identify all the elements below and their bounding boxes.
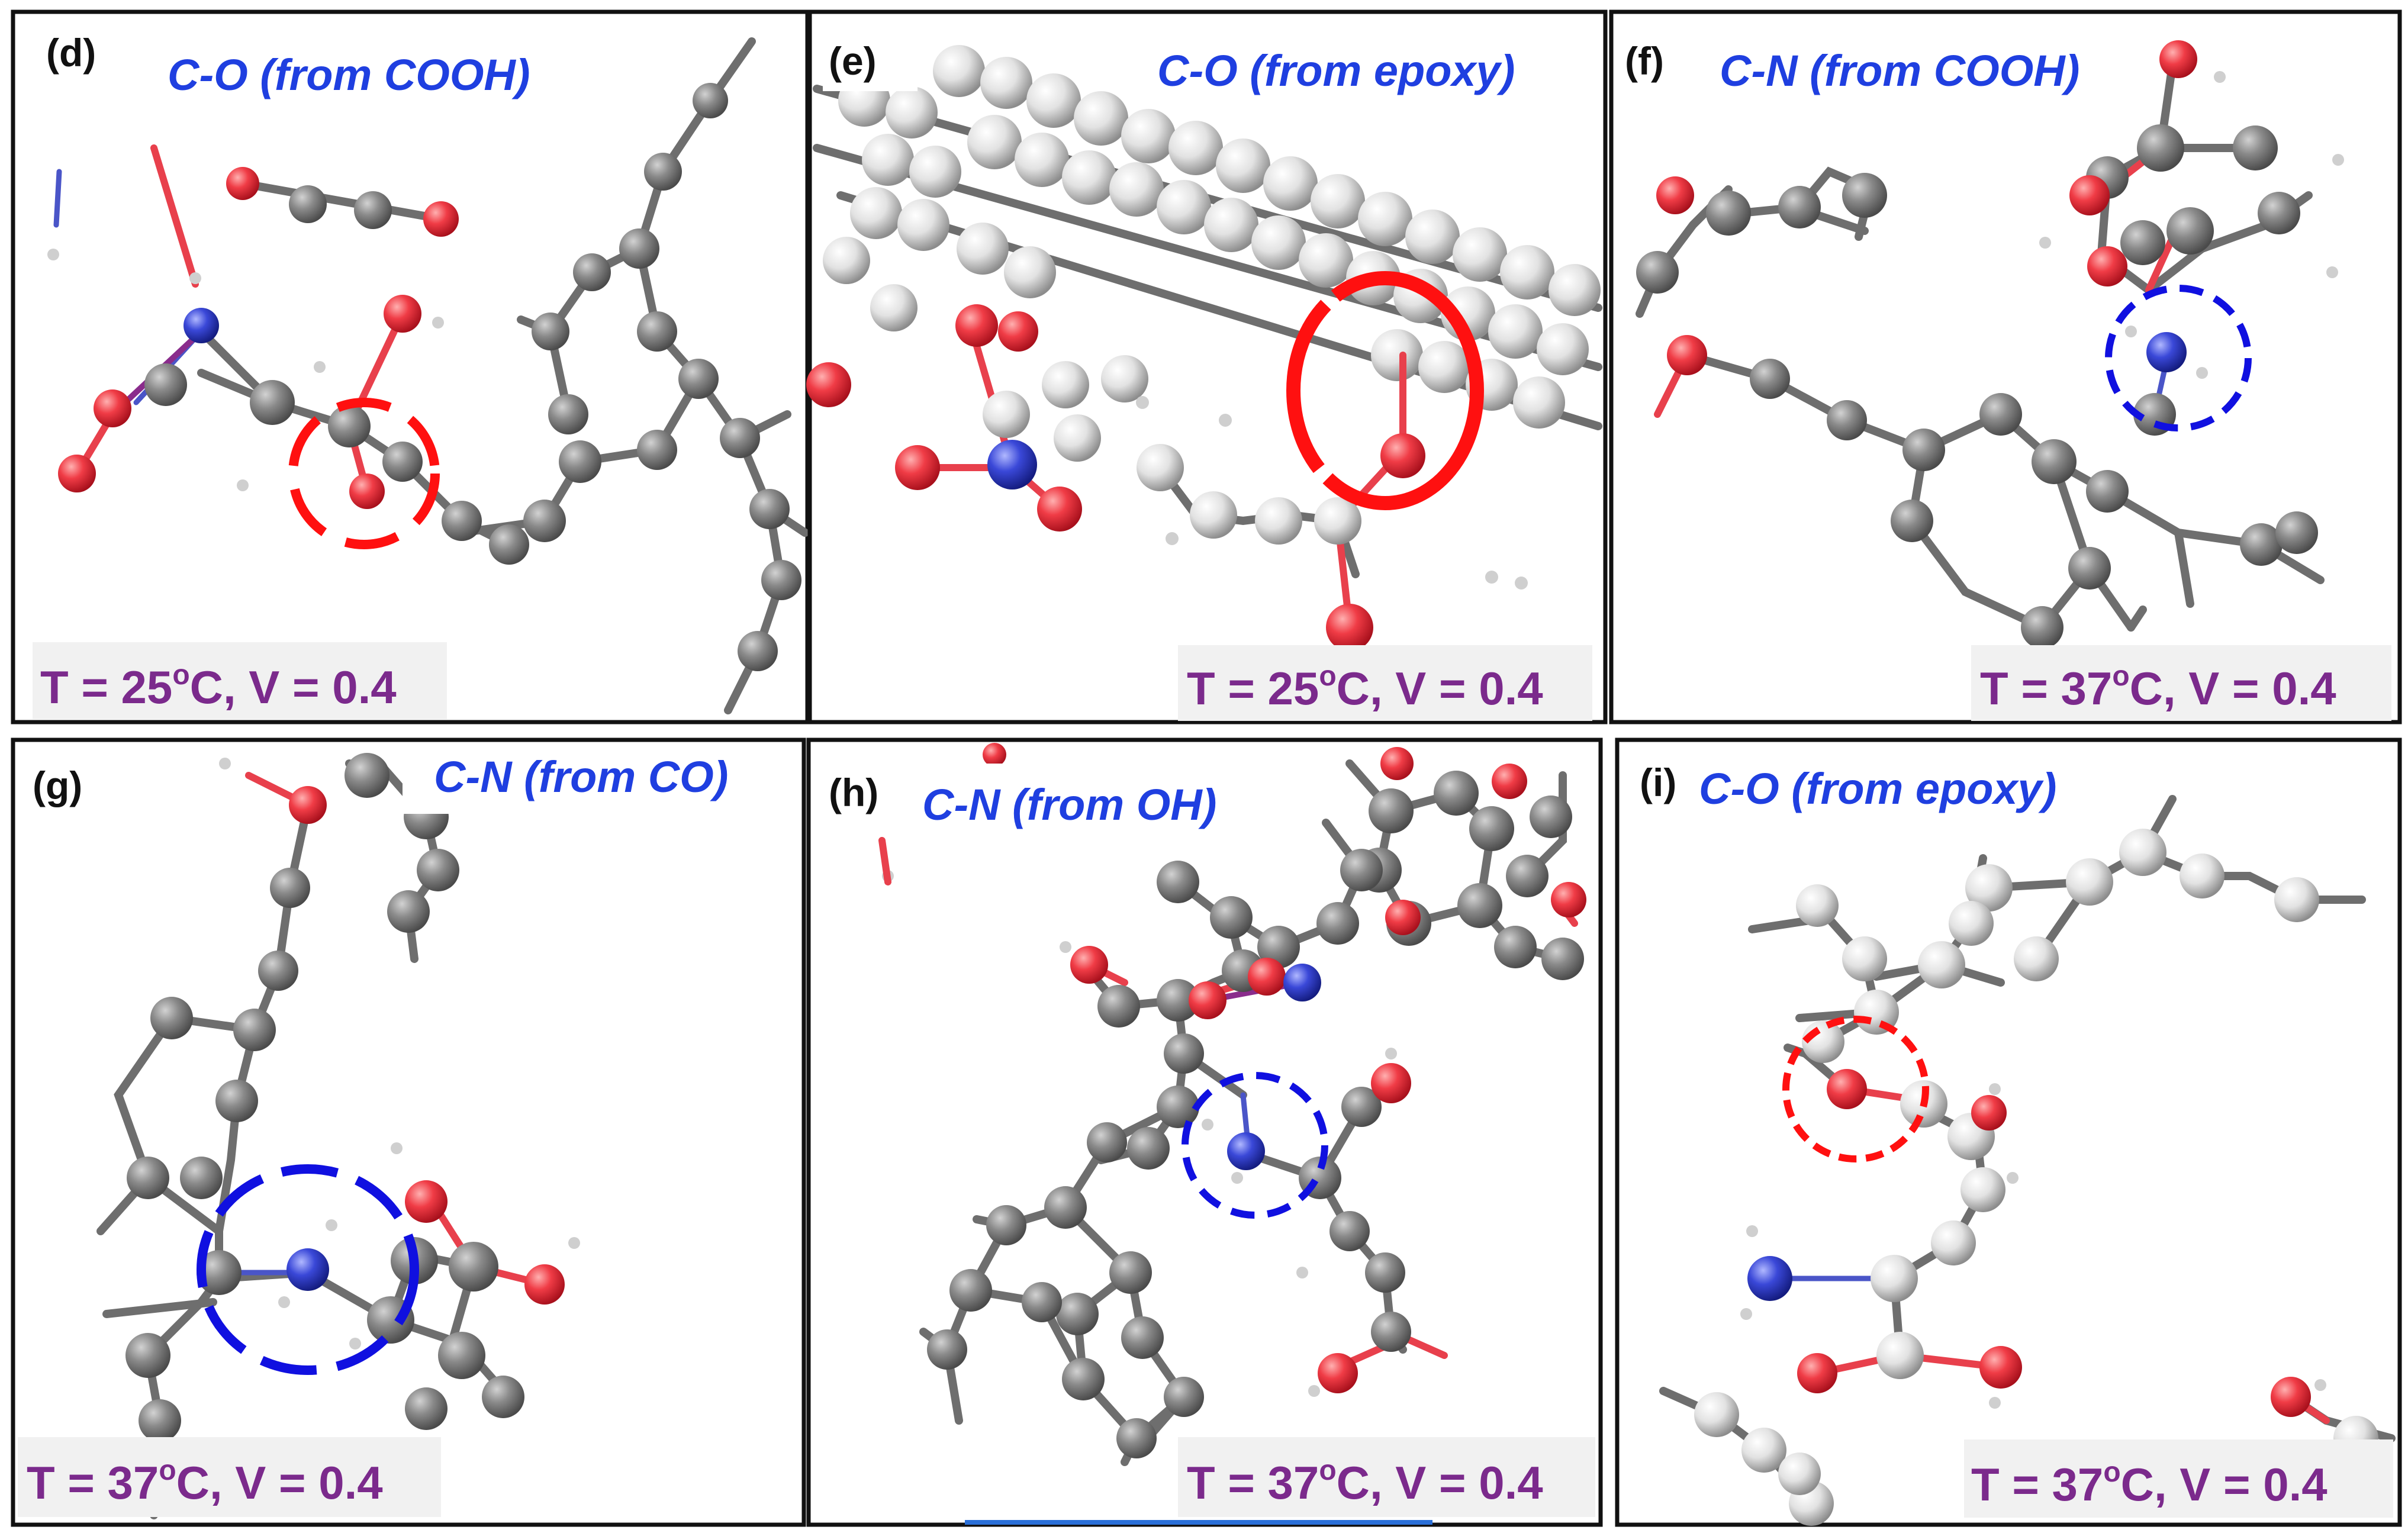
panel-e-condition-temp: T = 25 <box>1187 662 1319 714</box>
panel-f: (f) C-N (from COOH) T = 37oC, V = 0.4 <box>1609 9 2402 724</box>
panel-d-title: C-O (from COOH) <box>168 50 530 99</box>
panel-h-condition: T = 37oC, V = 0.4 <box>1178 1437 1595 1517</box>
svg-text:T = 37oC, V = 0.4: T = 37oC, V = 0.4 <box>1971 1457 2327 1511</box>
panel-h-highlight-circle <box>1182 1072 1328 1219</box>
panel-i-letter: (i) <box>1640 761 1676 804</box>
panel-g-condition-temp: T = 37 <box>27 1457 159 1509</box>
panel-g-highlight-circle <box>197 1164 419 1375</box>
panel-f-highlight-circle <box>2105 285 2252 431</box>
panel-h-condition-rest: C, V = 0.4 <box>1337 1457 1543 1509</box>
panel-i-highlight-circle <box>1782 1016 1929 1162</box>
panel-e: (e) C-O (from epoxy) T = 25oC, V = 0.4 <box>806 9 1608 724</box>
panel-f-condition-temp: T = 37 <box>1980 662 2112 714</box>
panel-d-condition-temp: T = 25 <box>40 661 172 713</box>
panel-e-letter: (e) <box>829 39 877 83</box>
panel-i-condition: T = 37oC, V = 0.4 <box>1964 1439 2393 1518</box>
panel-h-frame <box>806 737 1603 1527</box>
panel-g-condition-rest: C, V = 0.4 <box>176 1457 383 1509</box>
panel-d-condition-degree: o <box>172 659 189 691</box>
panel-d-condition: T = 25oC, V = 0.4 <box>33 642 447 719</box>
panel-h-condition-temp: T = 37 <box>1187 1457 1319 1509</box>
panel-h-molecule <box>878 743 1586 1466</box>
panel-i-molecule <box>1659 795 2396 1526</box>
panel-e-condition: T = 25oC, V = 0.4 <box>1178 645 1592 721</box>
svg-text:T = 25oC, V = 0.4: T = 25oC, V = 0.4 <box>40 659 397 713</box>
svg-text:T = 37oC, V = 0.4: T = 37oC, V = 0.4 <box>1980 661 2336 714</box>
svg-text:T = 37oC, V = 0.4: T = 37oC, V = 0.4 <box>27 1455 383 1509</box>
panel-g-frame <box>11 737 806 1527</box>
panel-h: (h) C-N (from OH) T = 37oC, V = 0.4 <box>806 737 1603 1527</box>
panel-h-title: C-N (from OH) <box>922 780 1216 829</box>
panel-h-condition-degree: o <box>1319 1455 1336 1486</box>
panel-f-condition-degree: o <box>2112 661 2129 692</box>
panel-e-title: C-O (from epoxy) <box>1157 46 1515 95</box>
panel-i-condition-degree: o <box>2103 1457 2120 1488</box>
panel-d-letter: (d) <box>46 31 96 75</box>
panel-i: (i) C-O (from epoxy) T = 37oC, V = 0.4 <box>1615 737 2402 1527</box>
panel-e-highlight-circle <box>1286 271 1484 510</box>
panel-i-title: C-O (from epoxy) <box>1699 764 2056 813</box>
panel-f-molecule <box>1636 40 2344 649</box>
panel-d-frame <box>11 9 810 724</box>
panel-i-condition-rest: C, V = 0.4 <box>2121 1458 2327 1511</box>
panel-e-condition-rest: C, V = 0.4 <box>1337 662 1543 714</box>
panel-g-molecule <box>96 753 580 1519</box>
panel-h-letter: (h) <box>829 771 878 814</box>
svg-text:T = 37oC, V = 0.4: T = 37oC, V = 0.4 <box>1187 1455 1543 1509</box>
panel-d-highlight-circle <box>288 398 440 549</box>
panel-i-frame <box>1615 737 2402 1527</box>
panel-g-letter: (g) <box>33 764 82 807</box>
panel-g: (g) C-N (from CO) T = 37oC, V = 0.4 <box>11 737 806 1527</box>
panel-e-condition-degree: o <box>1319 661 1336 692</box>
panel-d-condition-rest: C, V = 0.4 <box>190 661 397 713</box>
panel-d: (d) C-O (from COOH) T = 25oC, V = 0.4 <box>11 9 810 724</box>
panel-f-letter: (f) <box>1625 39 1664 83</box>
svg-text:T = 25oC, V = 0.4: T = 25oC, V = 0.4 <box>1187 661 1543 714</box>
panel-f-title: C-N (from COOH) <box>1720 46 2079 95</box>
panel-f-condition: T = 37oC, V = 0.4 <box>1971 645 2391 721</box>
panel-g-condition: T = 37oC, V = 0.4 <box>18 1437 441 1517</box>
panel-g-title: C-N (from CO) <box>434 752 728 801</box>
panel-f-condition-rest: C, V = 0.4 <box>2130 662 2336 714</box>
panel-g-condition-degree: o <box>159 1455 176 1486</box>
panel-i-condition-temp: T = 37 <box>1971 1458 2103 1511</box>
